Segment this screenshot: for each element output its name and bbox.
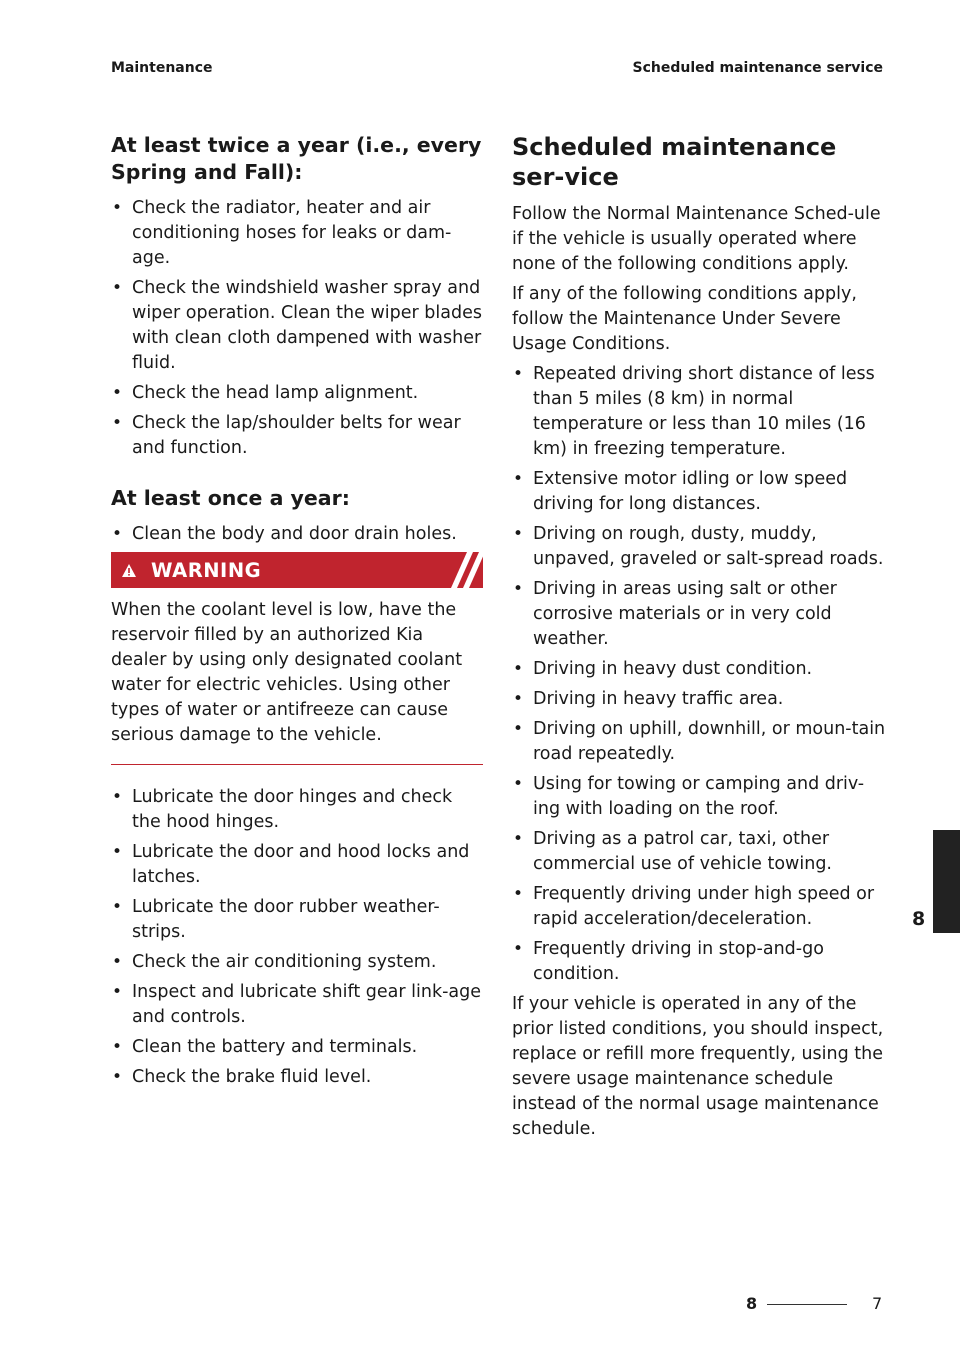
list-item: Lubricate the door rubber weather-strips… [111,895,483,945]
list-item: Check the brake fluid level. [111,1065,483,1090]
section-title: Scheduled maintenance ser-vice [512,133,837,191]
chapter-tab-number: 8 [912,908,926,930]
list-item: Driving as a patrol car, taxi, other com… [512,827,886,877]
warning-banner: WARNING [111,552,483,588]
list-twice-a-year: Check the radiator, heater and air condi… [111,196,483,461]
heading-once-a-year: At least once a year: [111,486,350,510]
running-header-section: Maintenance [111,60,213,76]
list-item: Driving in areas using salt or other cor… [512,577,886,652]
footer-divider [767,1304,847,1305]
list-maintenance-tasks: Lubricate the door hinges and check the … [111,785,483,1090]
list-item: Driving in heavy dust condition. [512,657,886,682]
list-item: Clean the body and door drain holes. [111,522,483,547]
list-item: Repeated driving short distance of less … [512,362,886,462]
warning-slash-decoration [451,552,483,588]
list-item: Check the lap/shoulder belts for wear an… [111,411,483,461]
list-item: Check the windshield washer spray and wi… [111,276,483,376]
list-item: Frequently driving under high speed or r… [512,882,886,932]
list-item: Check the head lamp alignment. [111,381,483,406]
list-item: Lubricate the door and hood locks and la… [111,840,483,890]
list-item: Driving on rough, dusty, muddy, unpaved,… [512,522,886,572]
list-item: Inspect and lubricate shift gear link-ag… [111,980,483,1030]
heading-twice-a-year: At least twice a year (i.e., every Sprin… [111,133,482,184]
warning-title: WARNING [151,558,262,582]
list-severe-conditions: Repeated driving short distance of less … [512,362,886,987]
list-item: Extensive motor idling or low speed driv… [512,467,886,517]
chapter-tab [933,830,960,933]
list-item: Check the air conditioning system. [111,950,483,975]
warning-text: When the coolant level is low, have the … [111,600,463,745]
list-item: Driving in heavy traffic area. [512,687,886,712]
paragraph-conclusion: If your vehicle is operated in any of th… [512,994,884,1139]
right-column: Scheduled maintenance ser-vice Follow th… [512,132,886,1147]
footer-chapter-number: 8 [746,1294,758,1313]
list-once-a-year: Clean the body and door drain holes. [111,522,483,547]
paragraph-normal-schedule: Follow the Normal Maintenance Sched-ule … [512,204,881,274]
warning-divider [111,764,483,765]
list-item: Frequently driving in stop-and-go condit… [512,937,886,987]
list-item: Check the radiator, heater and air condi… [111,196,483,271]
paragraph-severe-schedule: If any of the following conditions apply… [512,284,857,354]
list-item: Driving on uphill, downhill, or moun-tai… [512,717,886,767]
list-item: Using for towing or camping and driv-ing… [512,772,886,822]
list-item: Clean the battery and terminals. [111,1035,483,1060]
warning-triangle-icon [121,563,137,578]
running-header-topic: Scheduled maintenance service [632,60,883,76]
footer-page-number: 7 [872,1294,883,1313]
left-column: At least twice a year (i.e., every Sprin… [111,132,483,1095]
list-item: Lubricate the door hinges and check the … [111,785,483,835]
